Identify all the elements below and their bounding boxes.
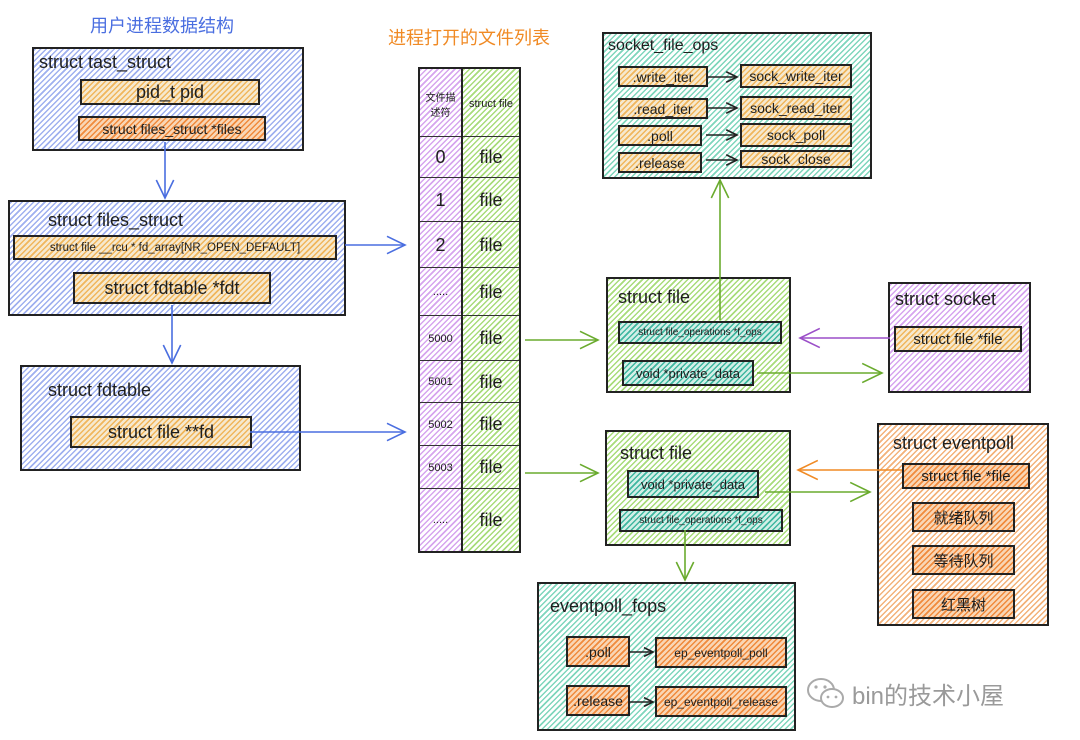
fd-cell: 5001 [420,360,461,403]
socket-file-field: struct file *file [894,326,1022,352]
ready-queue: 就绪队列 [912,502,1015,532]
socket-op-impl: sock_write_iter [740,64,852,88]
fd-cell: ..... [420,267,461,316]
fd-cell: 1 [420,177,461,222]
file-cell: file [463,360,519,403]
file-cell: file [463,267,519,316]
file-column-header: struct file [468,98,513,110]
wechat-icon [807,677,844,708]
socket-file-private-data-field: void *private_data [622,360,754,386]
eventpoll-title: struct eventpoll [893,433,1015,453]
file-cell: file [463,488,519,551]
epoll-op-name: .release [566,685,630,716]
socket-file-box: struct file struct file_operations *f_op… [606,277,791,393]
eventpoll-file-field: struct file *file [902,463,1030,489]
file-cell: file [463,445,519,489]
file-cell: file [463,402,519,446]
socket-op-impl: sock_read_iter [740,96,852,120]
epoll-op-impl: ep_eventpoll_poll [655,637,787,668]
socket-op-impl: sock_poll [740,123,852,147]
fd-array-field: struct file __rcu * fd_array[NR_OPEN_DEF… [13,235,337,260]
files-field: struct files_struct *files [78,116,266,141]
fd-cell: 2 [420,221,461,268]
epoll-op-name: .poll [566,636,630,667]
fd-cell: 5003 [420,445,461,489]
fd-field: struct file **fd [70,416,252,448]
socket-title: struct socket [895,289,997,309]
fdt-field: struct fdtable *fdt [73,272,271,304]
eventpoll-fops-title: eventpoll_fops [550,596,667,616]
eventpoll-box: struct eventpoll struct file *file 就绪队列 … [877,423,1049,626]
open-files-title: 进程打开的文件列表 [388,28,550,48]
socket-op-name: .release [618,152,702,173]
socket-file-fops-field: struct file_operations *f_ops [618,321,782,344]
arrow-socket-to-file [798,327,890,349]
arrow-fd-array-to-table [345,235,407,255]
socket-file-ops-box: socket_file_ops .write_iter sock_write_i… [602,32,872,179]
fd-cell: 5000 [420,315,461,361]
files-struct-title: struct files_struct [48,210,184,230]
eventpoll-fops-box: eventpoll_fops .poll ep_eventpoll_poll .r… [537,582,796,731]
socket-op-name: .read_iter [618,98,708,119]
fdtable-box: struct fdtable struct file **fd [20,365,301,471]
epoll-file-title: struct file [620,443,693,463]
rb-tree: 红黑树 [912,589,1015,619]
epoll-op-impl: ep_eventpoll_release [655,686,787,717]
file-cell: file [463,221,519,268]
wait-queue: 等待队列 [912,545,1015,575]
user-process-title: 用户进程数据结构 [90,16,234,36]
socket-op-impl: sock_close [740,150,852,168]
fd-column-header: 文件描述符 [425,93,456,119]
epoll-file-fops-field: struct file_operations *f_ops [619,509,783,532]
socket-op-name: .write_iter [618,66,708,87]
socket-file-ops-title: socket_file_ops [608,37,719,54]
task-struct-title: struct tast_struct [39,52,172,72]
fd-cell: ..... [420,488,461,551]
arrow-5000-to-socket-file [525,330,600,350]
watermark-text: bin的技术小屋 [852,683,1005,710]
task-struct-box: struct tast_struct pid_t pid struct file… [32,47,304,151]
file-cell: file [463,177,519,222]
arrow-5003-to-epoll-file [525,463,600,483]
socket-box: struct socket struct file *file [888,282,1031,393]
epoll-file-private-data-field: void *private_data [627,470,759,498]
file-cell: file [463,315,519,361]
watermark: bin的技术小屋 [806,676,1004,711]
files-struct-box: struct files_struct struct file __rcu * … [8,200,346,316]
fdtable-title: struct fdtable [48,380,152,400]
fd-cell: 5002 [420,402,461,446]
socket-file-title: struct file [618,287,691,307]
pid-field: pid_t pid [80,79,260,105]
fd-cell: 0 [420,136,461,178]
socket-op-name: .poll [618,125,702,146]
epoll-file-box: struct file void *private_data struct fi… [605,430,791,546]
file-cell: file [463,136,519,178]
